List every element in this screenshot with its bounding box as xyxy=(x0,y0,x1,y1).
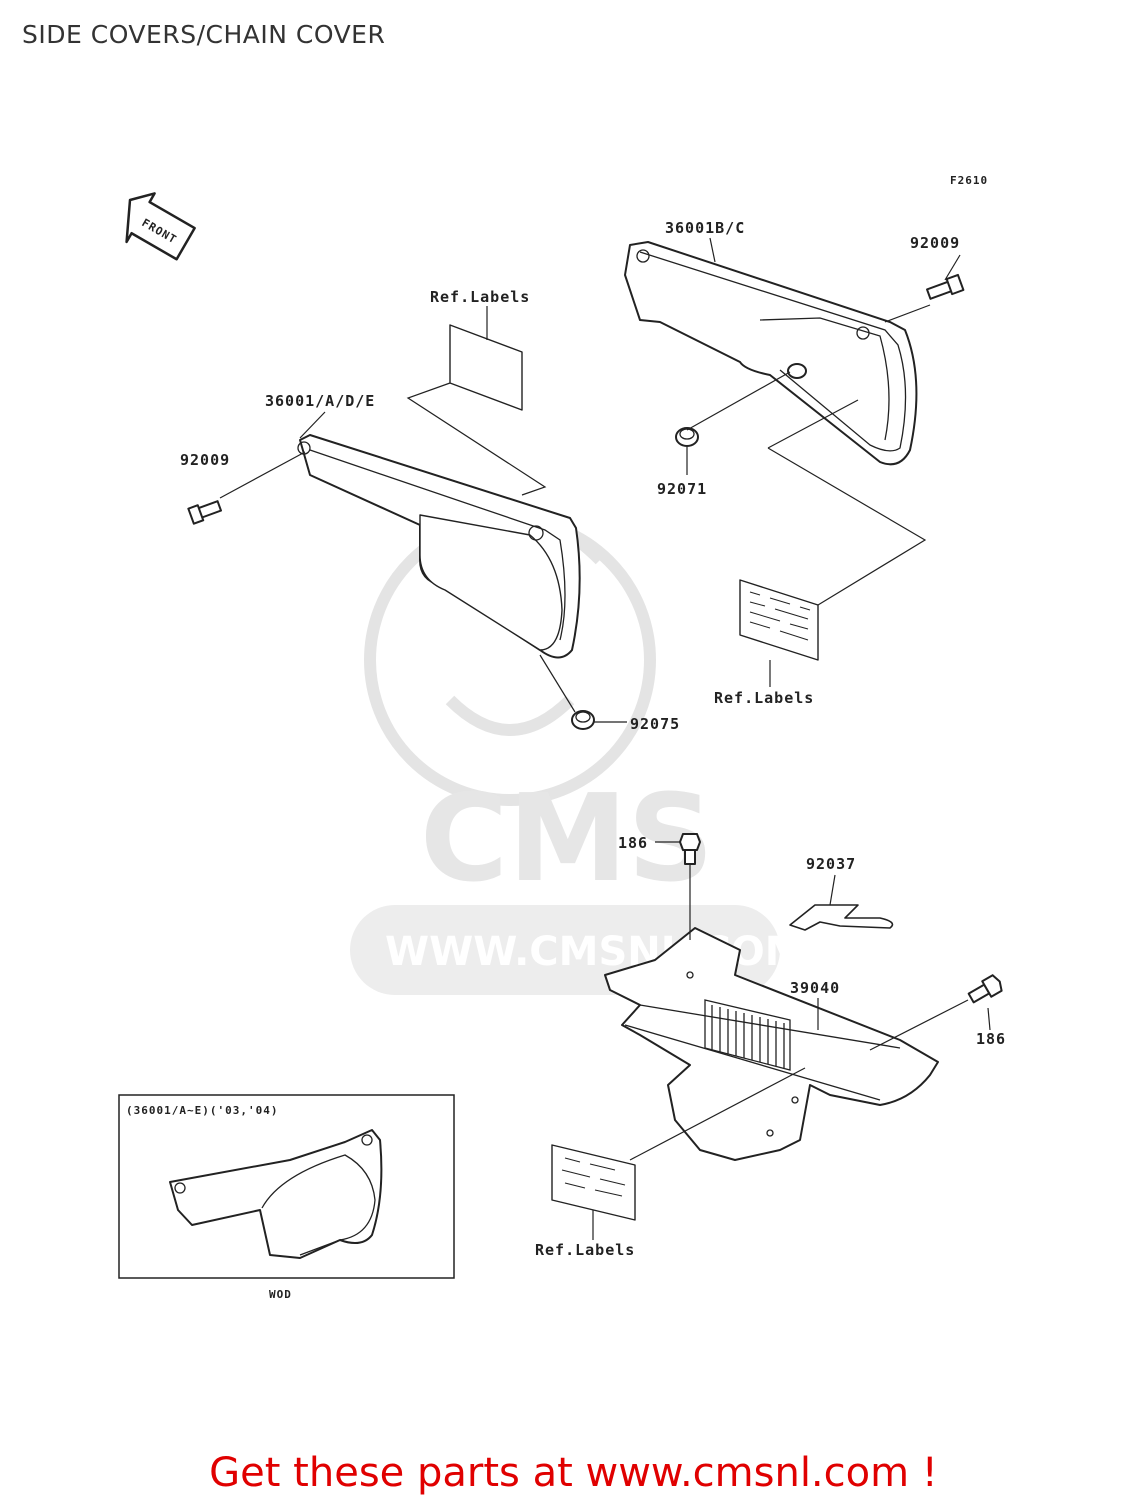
inset-caption: (36001/A~E)('03,'04) xyxy=(126,1104,278,1117)
bolt-186-right-icon xyxy=(967,974,1003,1004)
promo-link[interactable]: Get these parts at www.cmsnl.com ! xyxy=(209,1450,938,1496)
watermark-logo: CMS xyxy=(420,770,714,909)
callout-186-top: 186 xyxy=(618,834,648,852)
watermark-url: WWW.CMSNL.COM xyxy=(385,929,805,975)
grommet-92075-icon xyxy=(571,710,595,730)
front-arrow-icon: FRONT xyxy=(125,192,196,261)
callout-36001b-c: 36001B/C xyxy=(665,219,745,237)
callout-92037: 92037 xyxy=(806,855,856,873)
ref-label-mid xyxy=(739,579,819,661)
callout-ref-labels-mid: Ref.Labels xyxy=(714,689,814,707)
grommet-92071-icon xyxy=(675,427,699,447)
inset-note: WOD xyxy=(269,1288,292,1301)
pin-icon xyxy=(787,363,807,379)
callout-ref-labels-bottom: Ref.Labels xyxy=(535,1241,635,1259)
callout-92009-top: 92009 xyxy=(910,234,960,252)
chain-cover xyxy=(604,927,939,1161)
bolt-92009-top-icon xyxy=(926,273,965,300)
ref-label-bottom xyxy=(551,1144,636,1221)
inset-box: (36001/A~E)('03,'04) xyxy=(118,1094,455,1279)
callout-39040: 39040 xyxy=(790,979,840,997)
page-title: SIDE COVERS/CHAIN COVER xyxy=(22,20,386,49)
callout-92009-left: 92009 xyxy=(180,451,230,469)
callout-186-right: 186 xyxy=(976,1030,1006,1048)
clamp-92037-icon xyxy=(789,904,894,931)
bolt-92009-left-icon xyxy=(187,500,222,525)
callout-92075: 92075 xyxy=(630,715,680,733)
ref-label-top xyxy=(449,324,523,411)
side-cover-right xyxy=(624,241,918,466)
parts-diagram: CMS WWW.CMSNL.COM F2610 FRONT xyxy=(118,174,1006,1301)
leader-lines xyxy=(219,237,991,1240)
callout-92071: 92071 xyxy=(657,480,707,498)
figure-code: F2610 xyxy=(950,174,988,187)
callout-36001-a-d-e: 36001/A/D/E xyxy=(265,392,375,410)
callout-ref-labels-top: Ref.Labels xyxy=(430,288,530,306)
side-cover-left xyxy=(297,434,581,659)
